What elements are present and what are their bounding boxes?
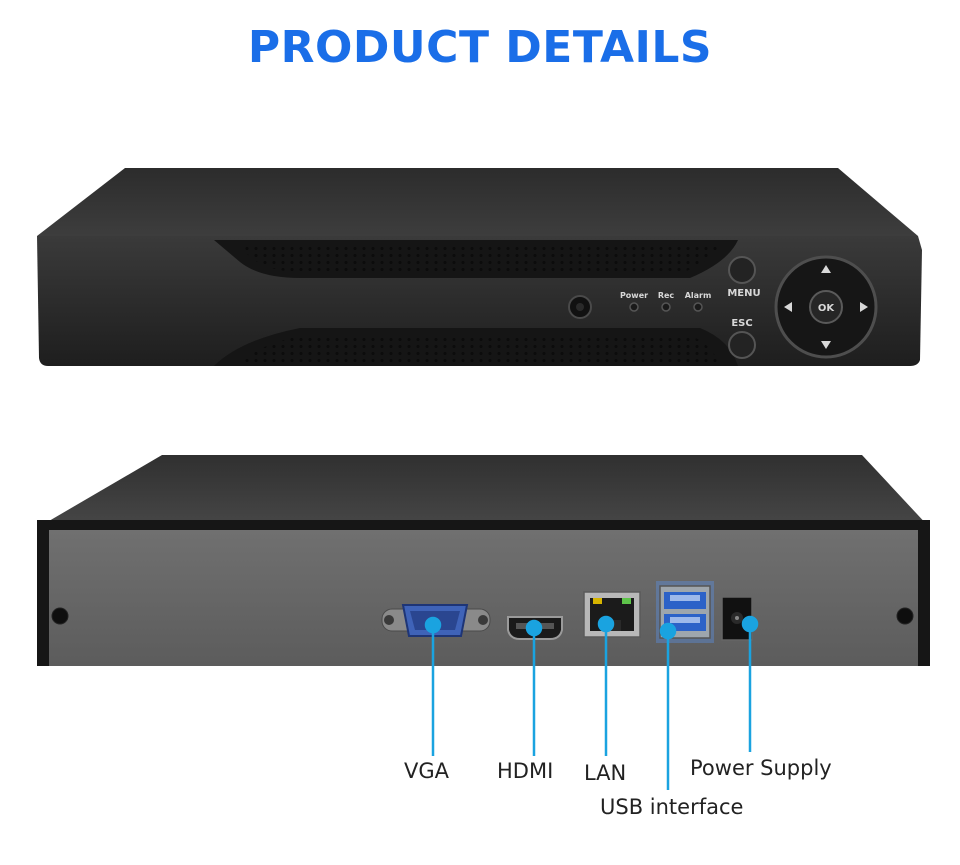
- menu-button-label: MENU: [727, 288, 760, 299]
- right-screw-icon: [896, 607, 914, 625]
- page-title: PRODUCT DETAILS: [247, 22, 713, 73]
- nav-right-icon[interactable]: [860, 302, 868, 312]
- lan-callout-dot: [597, 615, 615, 633]
- usb-interface-label: USB interface: [600, 795, 744, 819]
- vga-label: VGA: [404, 759, 450, 783]
- rear-device-top: [37, 455, 930, 528]
- nav-up-icon[interactable]: [821, 265, 831, 273]
- lan-port[interactable]: [583, 591, 641, 638]
- led-label-rec: Rec: [658, 291, 675, 300]
- alarm-led-icon: [693, 302, 703, 312]
- hdmi-label: HDMI: [497, 759, 554, 783]
- lan-label: LAN: [584, 761, 627, 785]
- hdmi-callout-dot: [525, 619, 543, 637]
- usb-callout-dot: [659, 622, 677, 640]
- nvr-rear-view: [37, 455, 930, 790]
- upper-vent-holes: [238, 246, 720, 272]
- rec-led-icon: [661, 302, 671, 312]
- menu-button[interactable]: [728, 256, 756, 284]
- nvr-front-view: Power Rec Alarm MENU ESC OK: [37, 168, 922, 366]
- vga-callout-dot: [424, 616, 442, 634]
- rear-panel-face: [49, 530, 918, 666]
- power-supply-label: Power Supply: [690, 756, 832, 780]
- led-label-alarm: Alarm: [685, 291, 712, 300]
- ok-button-label: OK: [818, 303, 836, 314]
- power-led-icon: [629, 302, 639, 312]
- ok-button[interactable]: [809, 290, 843, 324]
- esc-button-label: ESC: [731, 318, 752, 329]
- left-screw-icon: [51, 607, 69, 625]
- esc-button[interactable]: [728, 331, 756, 359]
- power-callout-dot: [741, 615, 759, 633]
- nav-left-icon[interactable]: [784, 302, 792, 312]
- usb-port[interactable]: [656, 581, 714, 643]
- lower-vent-holes: [240, 335, 718, 362]
- ir-receiver-lens: [576, 303, 584, 311]
- nav-down-icon[interactable]: [821, 341, 831, 349]
- port-callouts: [424, 615, 759, 790]
- led-label-power: Power: [620, 291, 648, 300]
- front-device-top: [37, 168, 918, 236]
